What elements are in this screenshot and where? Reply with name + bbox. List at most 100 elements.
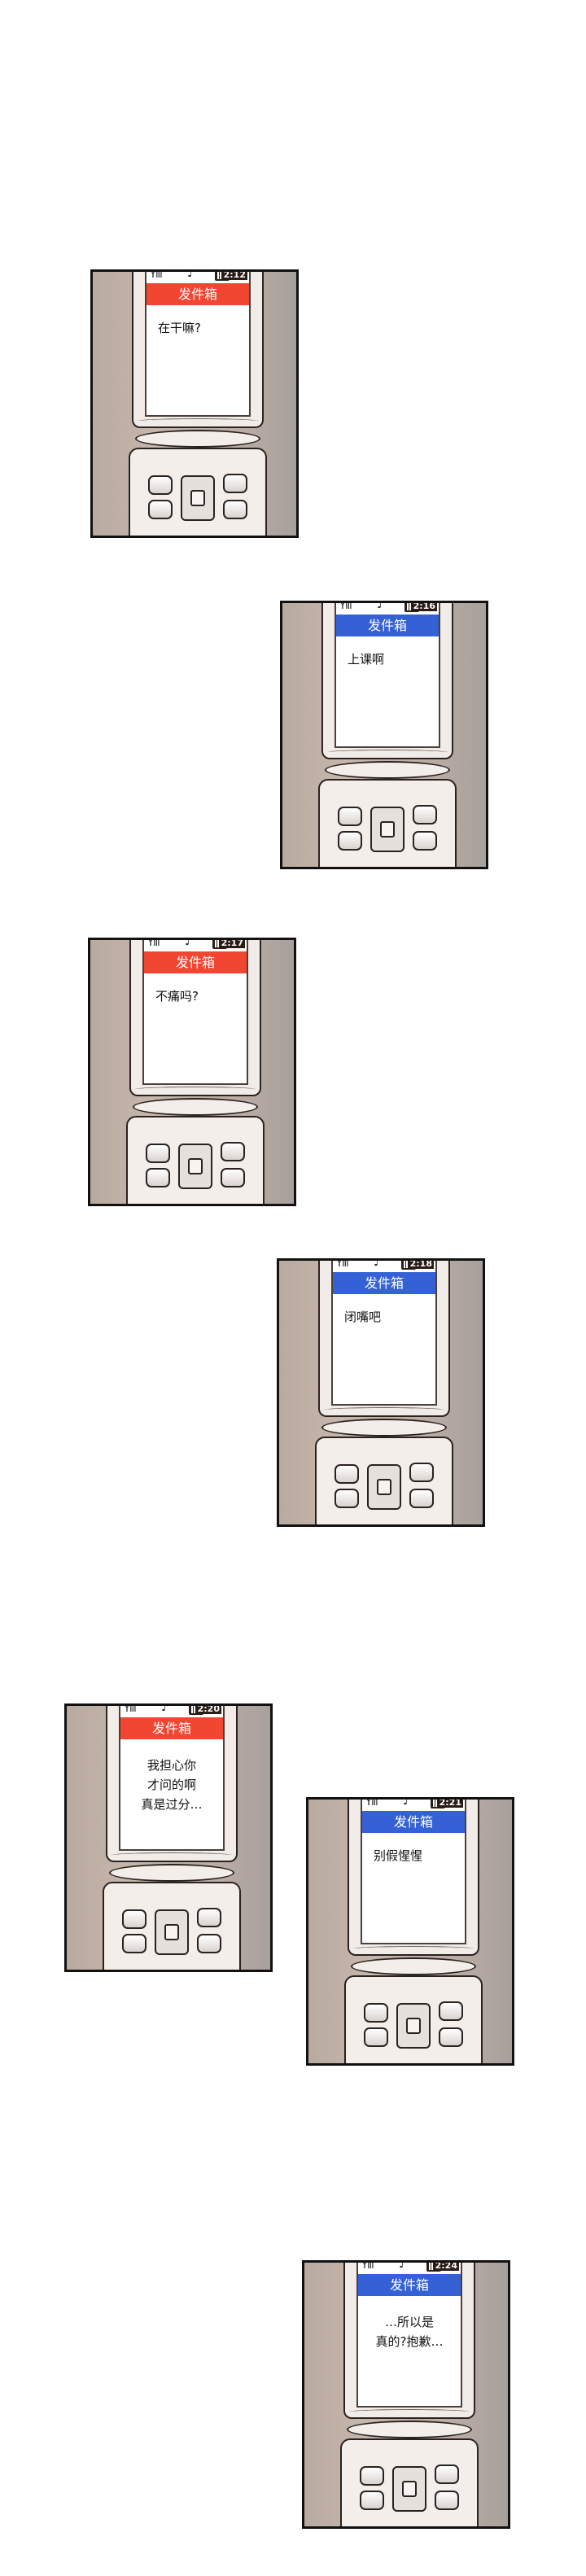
- phone-lid: Ɏıll ♪ 2:18 发件箱 闭嘴吧: [318, 1258, 450, 1417]
- right-soft-key: [409, 1463, 434, 1482]
- status-bar: Ɏıll ♪ 2:18: [333, 1258, 435, 1272]
- left-soft-key: [360, 2466, 384, 2486]
- comic-panel-2: Ɏıll ♪ 2:16 发件箱 上课啊: [280, 601, 488, 869]
- antenna-signal-icon: Ɏıll: [336, 1258, 349, 1270]
- outbox-header: 发件箱: [362, 1811, 465, 1833]
- dpad-center: [377, 1479, 391, 1495]
- outbox-header: 发件箱: [144, 951, 247, 973]
- antenna-signal-icon: Ɏıll: [150, 269, 163, 281]
- status-bar: Ɏıll ♪ 2:12: [146, 269, 249, 283]
- comic-panel-4: Ɏıll ♪ 2:18 发件箱 闭嘴吧: [277, 1258, 485, 1527]
- end-key: [439, 2027, 463, 2047]
- dpad: [370, 807, 405, 852]
- flip-phone: Ɏıll ♪ 2:18 发件箱 闭嘴吧: [315, 1258, 453, 1524]
- antenna-signal-icon: Ɏıll: [365, 1797, 378, 1808]
- phone-hinge: [133, 1098, 258, 1116]
- dpad-center: [188, 1158, 203, 1174]
- dpad: [392, 2466, 426, 2512]
- antenna-signal-icon: Ɏıll: [124, 1703, 137, 1715]
- dpad-center: [406, 2018, 421, 2034]
- status-bar: Ɏıll ♪ 2:16: [336, 601, 439, 614]
- phone-keypad: [315, 1437, 453, 1524]
- phone-hinge: [325, 761, 450, 779]
- call-key: [335, 1489, 359, 1508]
- sms-message: 闭嘴吧: [344, 1310, 382, 1324]
- dpad: [367, 1464, 401, 1510]
- left-soft-key: [146, 1144, 170, 1163]
- music-note-icon: ♪: [403, 1797, 410, 1808]
- flip-phone: Ɏıll ♪ 2:24 发件箱 …所以是 真的?抱歉…: [340, 2260, 479, 2526]
- flip-phone: Ɏıll ♪ 2:20 发件箱 我担心你 才问的啊 真是过分…: [103, 1703, 241, 1970]
- clock-time: 2:24: [433, 2260, 459, 2271]
- dpad-center: [402, 2481, 417, 2497]
- clock-time: 2:16: [411, 601, 437, 611]
- comic-panel-5: Ɏıll ♪ 2:20 发件箱 我担心你 才问的啊 真是过分…: [64, 1703, 273, 1972]
- phone-lid: Ɏıll ♪ 2:12 发件箱 在干嘛?: [132, 269, 264, 428]
- end-key: [409, 1489, 434, 1508]
- end-key: [413, 831, 437, 851]
- phone-screen: Ɏıll ♪ 2:21 发件箱 别假惺惺: [361, 1797, 466, 1944]
- comic-panel-1: Ɏıll ♪ 2:12 发件箱 在干嘛?: [90, 269, 299, 538]
- phone-hinge: [347, 2421, 472, 2438]
- phone-hinge: [351, 1957, 476, 1975]
- right-soft-key: [221, 1142, 245, 1161]
- phone-screen: Ɏıll ♪ 2:20 发件箱 我担心你 才问的啊 真是过分…: [119, 1703, 225, 1851]
- phone-hinge: [321, 1419, 447, 1437]
- phone-screen: Ɏıll ♪ 2:18 发件箱 闭嘴吧: [331, 1258, 437, 1406]
- call-key: [146, 1168, 170, 1187]
- music-note-icon: ♪: [374, 1258, 381, 1269]
- phone-screen: Ɏıll ♪ 2:24 发件箱 …所以是 真的?抱歉…: [356, 2260, 462, 2408]
- call-key: [148, 500, 173, 519]
- clock-time: 2:12: [221, 269, 247, 280]
- music-note-icon: ♪: [187, 269, 195, 280]
- clock-time: 2:21: [437, 1797, 463, 1808]
- comic-panel-6: Ɏıll ♪ 2:21 发件箱 别假惺惺: [306, 1797, 514, 2066]
- phone-lid: Ɏıll ♪ 2:21 发件箱 别假惺惺: [348, 1797, 479, 1956]
- outbox-header: 发件箱: [146, 283, 249, 305]
- phone-screen: Ɏıll ♪ 2:16 发件箱 上课啊: [335, 601, 440, 748]
- call-key: [360, 2491, 384, 2510]
- right-soft-key: [439, 2001, 463, 2021]
- left-soft-key: [364, 2003, 388, 2023]
- antenna-signal-icon: Ɏıll: [361, 2260, 374, 2272]
- status-bar: Ɏıll ♪ 2:17: [144, 938, 247, 951]
- dpad-center: [164, 1924, 179, 1940]
- phone-screen: Ɏıll ♪ 2:17 发件箱 不痛吗?: [142, 938, 248, 1085]
- call-key: [338, 831, 362, 851]
- music-note-icon: ♪: [377, 601, 384, 611]
- dpad: [178, 1144, 212, 1189]
- phone-lid: Ɏıll ♪ 2:16 发件箱 上课啊: [321, 601, 453, 759]
- music-note-icon: ♪: [161, 1703, 168, 1714]
- clock-time: 2:17: [219, 938, 245, 948]
- left-soft-key: [335, 1464, 359, 1484]
- left-soft-key: [148, 475, 173, 495]
- outbox-header: 发件箱: [120, 1717, 223, 1739]
- phone-hinge: [135, 430, 260, 448]
- dpad: [155, 1909, 189, 1955]
- left-soft-key: [338, 807, 362, 826]
- dpad: [181, 475, 215, 521]
- comic-panel-3: Ɏıll ♪ 2:17 发件箱 不痛吗?: [88, 938, 296, 1206]
- outbox-header: 发件箱: [333, 1272, 435, 1294]
- phone-lid: Ɏıll ♪ 2:20 发件箱 我担心你 才问的啊 真是过分…: [106, 1703, 238, 1862]
- outbox-header: 发件箱: [336, 614, 439, 636]
- flip-phone: Ɏıll ♪ 2:12 发件箱 在干嘛?: [129, 269, 267, 536]
- sms-message: 不痛吗?: [155, 989, 199, 1004]
- music-note-icon: ♪: [185, 938, 192, 948]
- phone-keypad: [344, 1975, 483, 2063]
- status-bar: Ɏıll ♪ 2:21: [362, 1797, 465, 1811]
- flip-phone: Ɏıll ♪ 2:16 发件箱 上课啊: [318, 601, 457, 867]
- right-soft-key: [223, 474, 247, 493]
- dpad-center: [380, 821, 395, 838]
- flip-phone: Ɏıll ♪ 2:17 发件箱 不痛吗?: [126, 938, 265, 1204]
- call-key: [364, 2027, 388, 2047]
- antenna-signal-icon: Ɏıll: [339, 601, 352, 612]
- phone-hinge: [109, 1864, 234, 1882]
- sms-message: 在干嘛?: [158, 321, 201, 335]
- outbox-header: 发件箱: [358, 2274, 461, 2296]
- antenna-signal-icon: Ɏıll: [147, 938, 160, 949]
- right-soft-key: [435, 2464, 459, 2484]
- status-bar: Ɏıll ♪ 2:20: [120, 1703, 223, 1717]
- phone-lid: Ɏıll ♪ 2:24 发件箱 …所以是 真的?抱歉…: [343, 2260, 475, 2419]
- sms-message: 上课啊: [348, 652, 385, 667]
